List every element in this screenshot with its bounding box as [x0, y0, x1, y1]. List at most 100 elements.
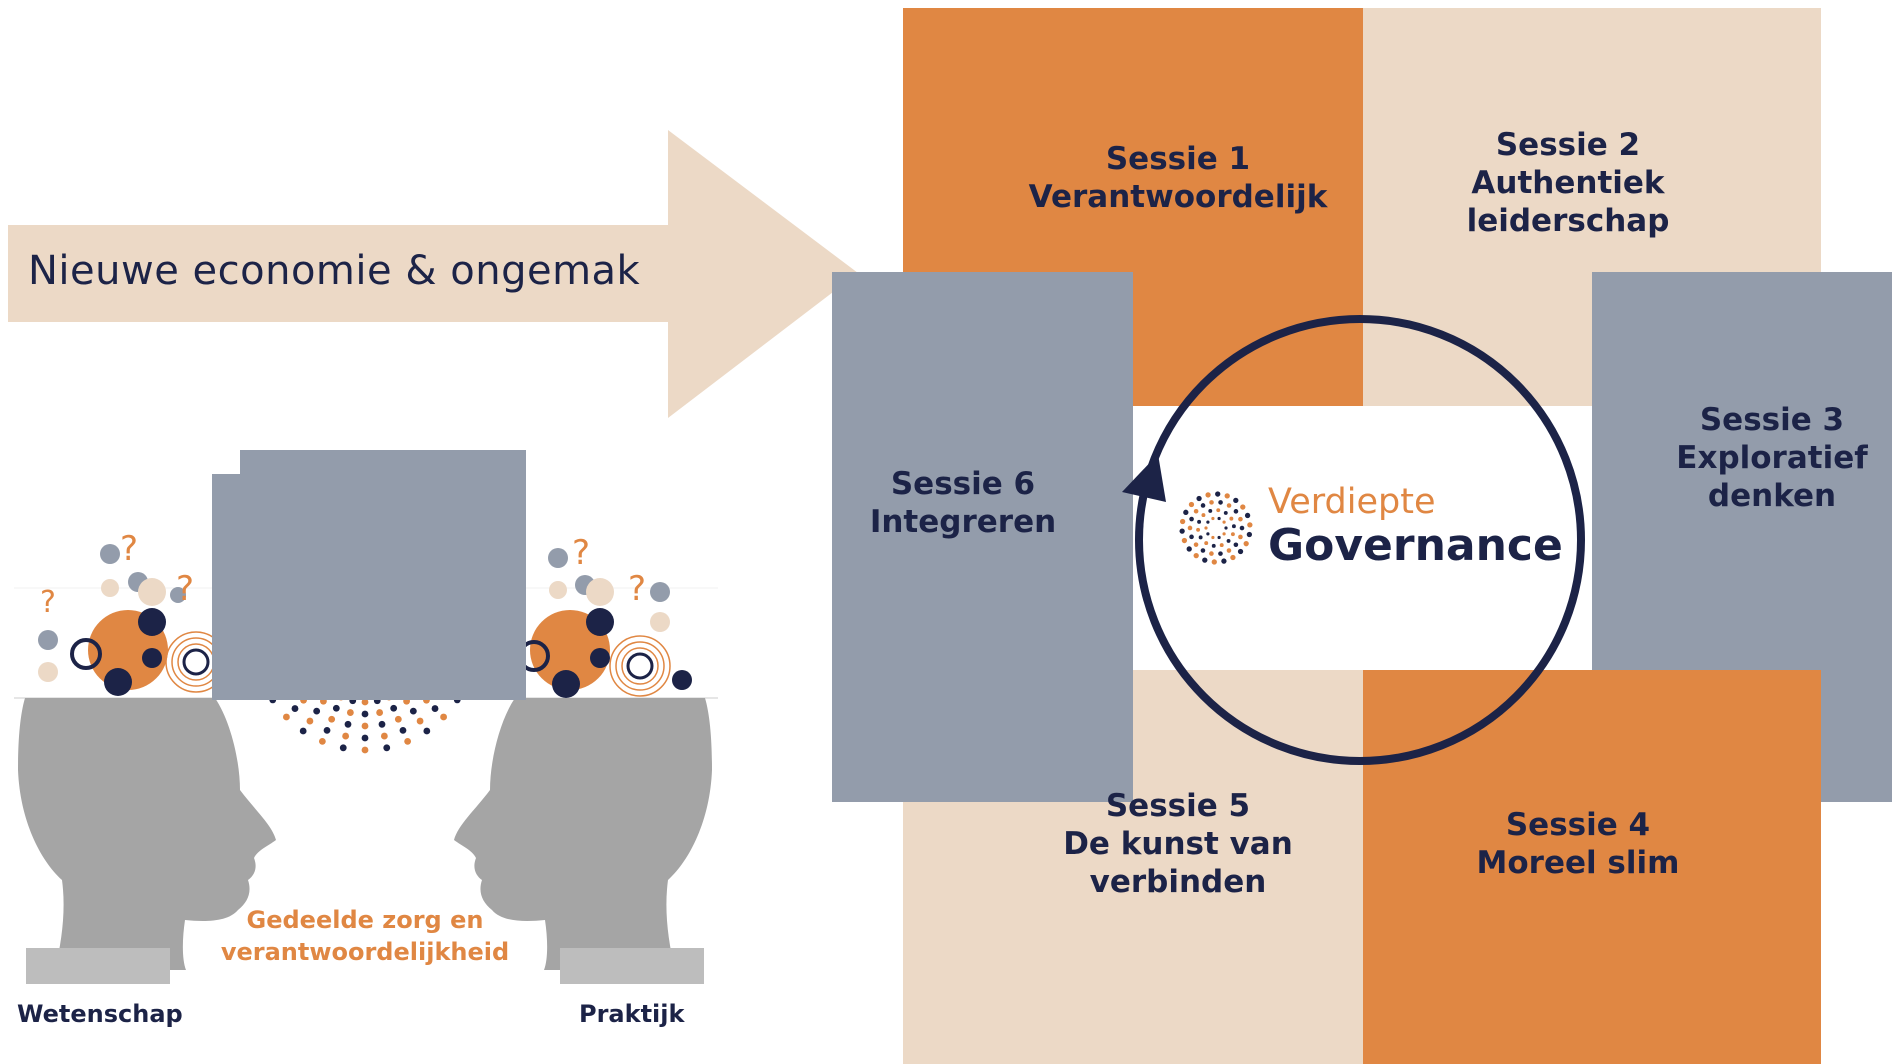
logo-dot	[1218, 500, 1223, 505]
logo-dot	[1183, 509, 1189, 515]
logo-dot	[1240, 504, 1246, 510]
left-head-label: Wetenschap	[17, 1000, 183, 1028]
fan-dot	[423, 727, 431, 735]
center-panel	[1133, 406, 1592, 670]
logo-dot	[1233, 509, 1239, 514]
governance-logo-icon	[1179, 491, 1253, 565]
right-head-label: Praktijk	[579, 1000, 685, 1028]
logo-dot	[1179, 518, 1186, 525]
session-block-4	[1363, 670, 1821, 1064]
logo-dot	[1230, 554, 1236, 561]
fan-dot	[390, 704, 398, 712]
fan-dot	[318, 738, 326, 745]
cycle-circle	[1135, 315, 1585, 765]
logo-dot	[1179, 528, 1185, 534]
logo-dot	[1201, 513, 1206, 518]
logo-dot	[1204, 541, 1209, 546]
cycle-arrowhead-icon	[1122, 454, 1166, 502]
logo-text-verdiepte: Verdiepte	[1268, 482, 1436, 522]
fan-dot	[404, 738, 412, 745]
logo-dot	[1217, 535, 1221, 540]
logo-dot	[1222, 520, 1226, 524]
fan-dot	[361, 698, 369, 706]
logo-dot	[1224, 493, 1230, 499]
logo-dot	[1247, 522, 1253, 528]
logo-dot	[1189, 516, 1194, 522]
fan-dot	[383, 744, 391, 752]
fan-dot	[394, 715, 402, 723]
logo-dot	[1193, 508, 1199, 514]
logo-dot	[1215, 491, 1221, 497]
logo-dot	[1238, 534, 1243, 540]
fan-dot	[328, 715, 336, 723]
big-arrow	[8, 130, 858, 418]
logo-dot	[1181, 537, 1188, 544]
session-block-6	[832, 272, 1133, 802]
logo-dot	[1216, 508, 1221, 513]
fan-dot	[399, 726, 407, 734]
logo-dot	[1198, 535, 1203, 540]
fan-dot	[431, 705, 439, 712]
logo-dot	[1206, 532, 1210, 536]
logo-dot	[1221, 558, 1227, 564]
logo-dot	[1196, 527, 1201, 532]
logo-dot	[1200, 548, 1206, 553]
fan-dot	[332, 704, 340, 712]
logo-dot	[1196, 495, 1202, 502]
svg-text:?: ?	[40, 585, 56, 620]
logo-dot	[1233, 497, 1239, 504]
logo-dot	[1202, 557, 1208, 563]
fan-dot	[283, 713, 290, 721]
logo-dot	[1188, 501, 1195, 508]
logo-dot	[1226, 548, 1232, 553]
logo-dot	[1246, 531, 1253, 538]
logo-dot	[1211, 559, 1217, 565]
fan-dot	[440, 713, 447, 721]
logo-dot	[1238, 516, 1243, 522]
logo-dot	[1226, 538, 1231, 543]
logo-dot	[1243, 541, 1249, 547]
logo-dot	[1233, 542, 1239, 548]
logo-dot	[1219, 543, 1224, 548]
logo-dot	[1224, 526, 1228, 530]
logo-dot	[1204, 526, 1208, 530]
logo-text-governance: Governance	[1268, 520, 1563, 571]
logo-dot	[1222, 532, 1226, 536]
logo-dot	[1208, 508, 1213, 513]
fan-dot	[416, 717, 424, 725]
logo-dot	[1206, 520, 1210, 524]
fan-dot	[361, 710, 369, 718]
logo-dot	[1230, 532, 1235, 537]
fan-dot	[346, 709, 354, 716]
logo-dot	[1237, 548, 1244, 555]
logo-dot	[1211, 516, 1215, 521]
logo-dot	[1231, 524, 1236, 529]
logo-dot	[1226, 503, 1232, 508]
heads-illustration: ? ? ? ? ?	[14, 450, 718, 984]
fan-dot	[361, 734, 369, 742]
fan-dot	[361, 746, 369, 754]
fan-dot	[323, 726, 331, 734]
fan-dot	[378, 720, 386, 728]
fan-dot	[291, 705, 299, 712]
fan-dot	[306, 717, 314, 725]
logo-dot	[1209, 551, 1214, 556]
logo-dot	[1200, 503, 1206, 508]
fan-dot	[344, 720, 352, 728]
fan-dot	[361, 722, 369, 730]
svg-text:?: ?	[628, 569, 646, 609]
arrow-label: Nieuwe economie & ongemak	[28, 248, 641, 294]
fan-dot	[299, 727, 307, 735]
logo-dot	[1244, 512, 1251, 519]
logo-dot	[1239, 525, 1245, 531]
fan-dot	[380, 732, 388, 740]
svg-text:?: ?	[176, 569, 194, 609]
logo-dot	[1193, 542, 1199, 547]
